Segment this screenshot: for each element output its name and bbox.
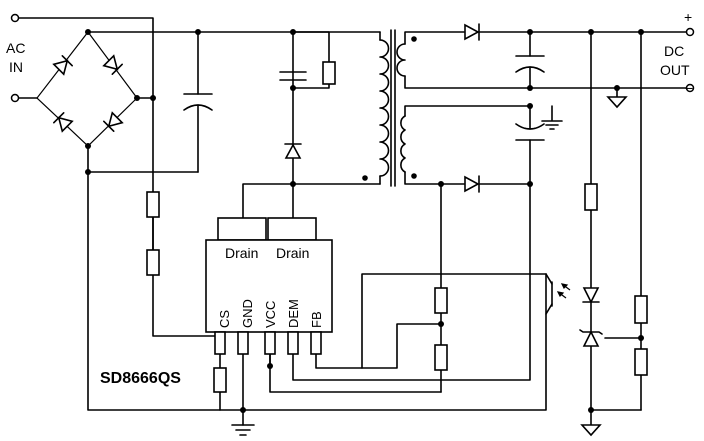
aux-ground-symbol bbox=[541, 120, 563, 130]
ic-body bbox=[205, 239, 333, 333]
aux-diode bbox=[464, 175, 480, 193]
dem-resistor-top bbox=[434, 287, 448, 314]
pin-dem bbox=[287, 331, 299, 355]
bridge-diode-2 bbox=[102, 54, 123, 75]
wires bbox=[16, 17, 690, 426]
drain-label-1: Drain bbox=[225, 245, 258, 261]
pin-vcc bbox=[264, 331, 276, 355]
ac-terminal-2 bbox=[10, 93, 20, 103]
secondary-ground-symbol bbox=[606, 96, 628, 109]
chip-ground-symbol bbox=[231, 424, 255, 436]
dc-label-line1: DC bbox=[664, 43, 684, 59]
optocoupler bbox=[545, 273, 600, 315]
led-series-resistor bbox=[584, 183, 598, 211]
pin-label-dem: DEM bbox=[286, 299, 301, 328]
dem-resistor-bottom bbox=[434, 344, 448, 371]
wire-fb-run bbox=[315, 273, 531, 369]
current-sense-resistor bbox=[213, 367, 227, 393]
wire-vcc-run bbox=[269, 353, 442, 393]
wire-dc-minus bbox=[404, 75, 690, 89]
snubber-capacitor bbox=[279, 71, 307, 81]
pin-label-cs: CS bbox=[217, 310, 232, 328]
drain-tab-1 bbox=[217, 217, 267, 241]
startup-resistor-1 bbox=[146, 191, 160, 218]
dc-plus-terminal bbox=[685, 27, 695, 37]
ac-terminal-1 bbox=[10, 13, 20, 23]
pin-cs bbox=[214, 331, 226, 355]
transformer bbox=[362, 29, 417, 187]
pin-label-gnd: GND bbox=[240, 299, 255, 328]
part-number: SD8666QS bbox=[100, 370, 181, 387]
snubber-diode bbox=[284, 143, 302, 159]
primary-phase-dot bbox=[362, 175, 368, 181]
primary-winding bbox=[379, 39, 390, 177]
dc-plus-sign: + bbox=[684, 9, 692, 25]
snubber-resistor bbox=[322, 61, 336, 85]
wire-vcc-main bbox=[292, 273, 531, 381]
wire-aux-bottom bbox=[404, 171, 465, 185]
secondary-winding bbox=[396, 43, 406, 77]
opto-led bbox=[582, 287, 600, 304]
bridge-diode-4 bbox=[103, 111, 124, 132]
wire-drain-node bbox=[242, 183, 381, 219]
dc-minus-terminal bbox=[685, 83, 695, 93]
bridge-diode-1 bbox=[52, 55, 73, 76]
bridge-outline bbox=[36, 31, 138, 147]
secondary-phase-dot bbox=[411, 36, 417, 42]
wire-sec-top bbox=[404, 31, 465, 45]
aux-phase-dot bbox=[411, 173, 417, 179]
output-diode bbox=[464, 23, 480, 41]
aux-capacitor bbox=[515, 123, 545, 141]
startup-resistor-2 bbox=[146, 249, 160, 276]
wire-aux-cap-bottom bbox=[479, 139, 531, 185]
junction-dots bbox=[85, 29, 644, 413]
dc-label-line2: OUT bbox=[660, 62, 690, 78]
divider-resistor-bottom bbox=[634, 348, 648, 376]
wire-dem-run bbox=[361, 323, 442, 369]
divider-resistor-top bbox=[634, 295, 648, 324]
pin-gnd bbox=[237, 331, 249, 355]
opto-transistor-emitter bbox=[545, 303, 553, 315]
bridge-diode-3 bbox=[53, 112, 74, 133]
pin-fb bbox=[310, 331, 322, 355]
bridge-diodes bbox=[52, 54, 124, 133]
wire-primary-return bbox=[87, 145, 547, 411]
drain-tab-2 bbox=[267, 217, 317, 241]
ac-label-line1: AC bbox=[6, 40, 25, 56]
pin-label-vcc: VCC bbox=[263, 301, 278, 328]
wire-ac-line-to-cs bbox=[16, 17, 221, 337]
aux-winding bbox=[400, 115, 406, 173]
wire-vcc-to-opto bbox=[529, 183, 547, 275]
output-ground-symbol bbox=[580, 424, 602, 437]
ac-label-line2: IN bbox=[9, 59, 23, 75]
pin-label-fb: FB bbox=[309, 311, 324, 328]
dc-minus-sign: − bbox=[685, 80, 693, 96]
drain-label-2: Drain bbox=[276, 245, 309, 261]
controller-ic bbox=[205, 217, 333, 355]
wire-snubber-resistor bbox=[292, 31, 330, 89]
wire-aux-top bbox=[404, 105, 531, 117]
terminals bbox=[10, 13, 695, 103]
shunt-regulator bbox=[579, 329, 603, 347]
bulk-capacitor bbox=[183, 93, 213, 111]
output-capacitor bbox=[515, 55, 545, 73]
opto-transistor-collector bbox=[545, 273, 553, 285]
